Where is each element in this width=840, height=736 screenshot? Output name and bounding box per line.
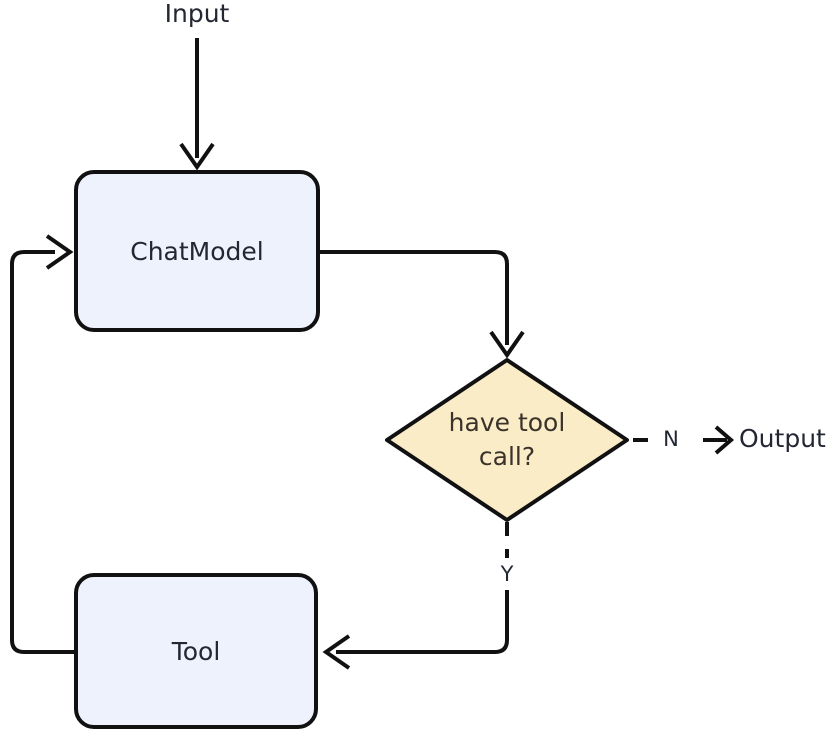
edge-tool-to-chatmodel xyxy=(10,234,76,654)
edge-tool-to-chatmodel-line xyxy=(10,250,76,654)
node-decision-label-line1: have tool xyxy=(449,408,566,437)
edge-chatmodel-to-decision-arrowhead xyxy=(489,330,525,359)
edge-chatmodel-to-decision xyxy=(320,250,525,359)
edge-tool-to-chatmodel-arrowhead xyxy=(45,234,74,270)
node-chatmodel-shape[interactable] xyxy=(74,170,320,332)
terminal-input-label: Input xyxy=(165,0,230,28)
node-chatmodel[interactable]: ChatModel xyxy=(74,170,320,332)
edge-input-to-chatmodel-arrowhead xyxy=(179,142,215,171)
edge-decision-to-tool xyxy=(322,522,509,670)
output-arrow-head xyxy=(714,425,735,455)
output-arrow-icon xyxy=(703,425,735,455)
edge-chatmodel-to-decision-line xyxy=(320,250,509,345)
node-chatmodel-label: ChatModel xyxy=(130,237,263,266)
node-decision-label-line2: call? xyxy=(479,442,535,471)
node-decision-have-tool-call[interactable]: have tool call? xyxy=(385,358,629,522)
edge-label-yes: Y xyxy=(500,562,514,586)
edge-decision-to-tool-arrowhead xyxy=(322,634,351,670)
node-decision-shape[interactable] xyxy=(385,358,629,522)
node-tool-label: Tool xyxy=(171,637,221,666)
terminal-output-label: Output xyxy=(739,424,826,453)
node-tool[interactable]: Tool xyxy=(74,573,318,729)
edge-decision-to-tool-line xyxy=(336,590,509,654)
edge-input-to-chatmodel xyxy=(179,38,215,171)
edge-label-no: N xyxy=(663,427,679,451)
node-tool-shape[interactable] xyxy=(74,573,318,729)
